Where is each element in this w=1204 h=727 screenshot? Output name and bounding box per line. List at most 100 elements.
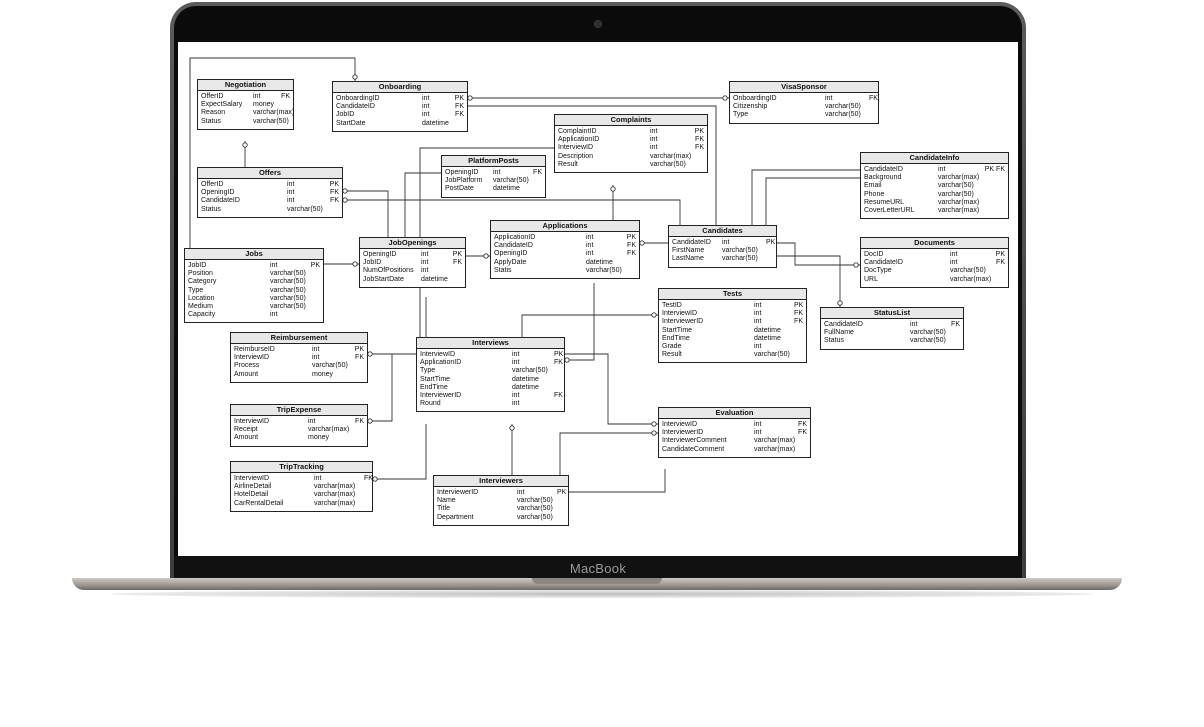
column-key	[984, 207, 1005, 215]
column-type: int	[650, 128, 658, 135]
column-key: FK	[554, 359, 563, 367]
table-title: Interviews	[417, 338, 564, 349]
column-type: int	[287, 189, 295, 197]
column-name: StartTime	[420, 375, 451, 383]
column-key: FK	[355, 418, 364, 425]
column-name: OpeningID	[201, 189, 235, 197]
column-type: int	[754, 429, 762, 437]
column-key	[869, 103, 875, 111]
column-name: InterviewerID	[662, 318, 704, 326]
column-key: FK	[455, 111, 464, 119]
column-name: OnboardingID	[336, 95, 380, 102]
column-name: OfferID	[201, 93, 224, 100]
column-name: Type	[733, 111, 749, 119]
column-key	[310, 270, 320, 278]
column-type: int	[493, 169, 501, 176]
column-name: Statis	[494, 266, 512, 274]
column-key	[554, 367, 561, 375]
column-key	[310, 303, 320, 311]
column-key: FK	[627, 242, 636, 250]
column-key	[310, 287, 320, 295]
column-type: varchar(max)	[950, 275, 992, 283]
column-key	[554, 376, 561, 384]
table-row: Statis varchar(50)	[494, 267, 636, 275]
column-type: int	[650, 136, 658, 144]
column-key: FK	[869, 95, 878, 102]
column-key	[557, 497, 565, 505]
column-key: FK	[695, 144, 704, 152]
column-name: JobID	[188, 262, 207, 269]
column-key	[557, 514, 565, 522]
column-name: Description	[558, 152, 594, 160]
column-type: varchar(50)	[722, 255, 758, 263]
column-key	[950, 337, 960, 345]
column-name: InterviewID	[234, 475, 270, 482]
column-key	[798, 446, 807, 454]
column-name: CandidateComment	[662, 445, 725, 453]
column-key	[364, 491, 369, 499]
column-name: Type	[188, 286, 204, 294]
table-row: StartTime datetime	[662, 327, 803, 335]
column-name: Amount	[234, 434, 259, 442]
column-key	[626, 267, 636, 275]
column-key	[281, 101, 290, 109]
column-name: URL	[864, 275, 879, 283]
column-type: varchar(50)	[586, 266, 622, 274]
column-name: OnboardingID	[733, 95, 777, 102]
column-name: AirlineDetail	[234, 483, 272, 491]
table-row: URL varchar(max)	[864, 276, 1005, 284]
column-key	[533, 177, 542, 185]
column-type: datetime	[512, 383, 539, 391]
column-key	[364, 500, 369, 508]
table-title: PlatformPosts	[442, 156, 545, 167]
column-key: FK	[951, 321, 960, 328]
column-name: ApplicationID	[420, 359, 462, 367]
laptop-base	[72, 578, 1122, 590]
column-name: LastName	[672, 255, 704, 263]
column-type: int	[308, 418, 316, 425]
column-type: varchar(max)	[754, 445, 796, 453]
column-type: varchar(50)	[910, 329, 946, 337]
column-type: datetime	[754, 326, 781, 334]
table-title: Tests	[659, 289, 806, 300]
column-type: int	[938, 166, 946, 173]
column-type: int	[754, 421, 762, 428]
column-type: varchar(max)	[308, 426, 350, 434]
column-name: PostDate	[445, 185, 474, 193]
column-key: FK	[996, 259, 1005, 267]
column-name: StartTime	[662, 326, 693, 334]
column-name: Name	[437, 497, 456, 505]
column-type: varchar(50)	[270, 270, 306, 278]
column-type: int	[754, 302, 762, 309]
column-key: PK	[454, 95, 464, 102]
